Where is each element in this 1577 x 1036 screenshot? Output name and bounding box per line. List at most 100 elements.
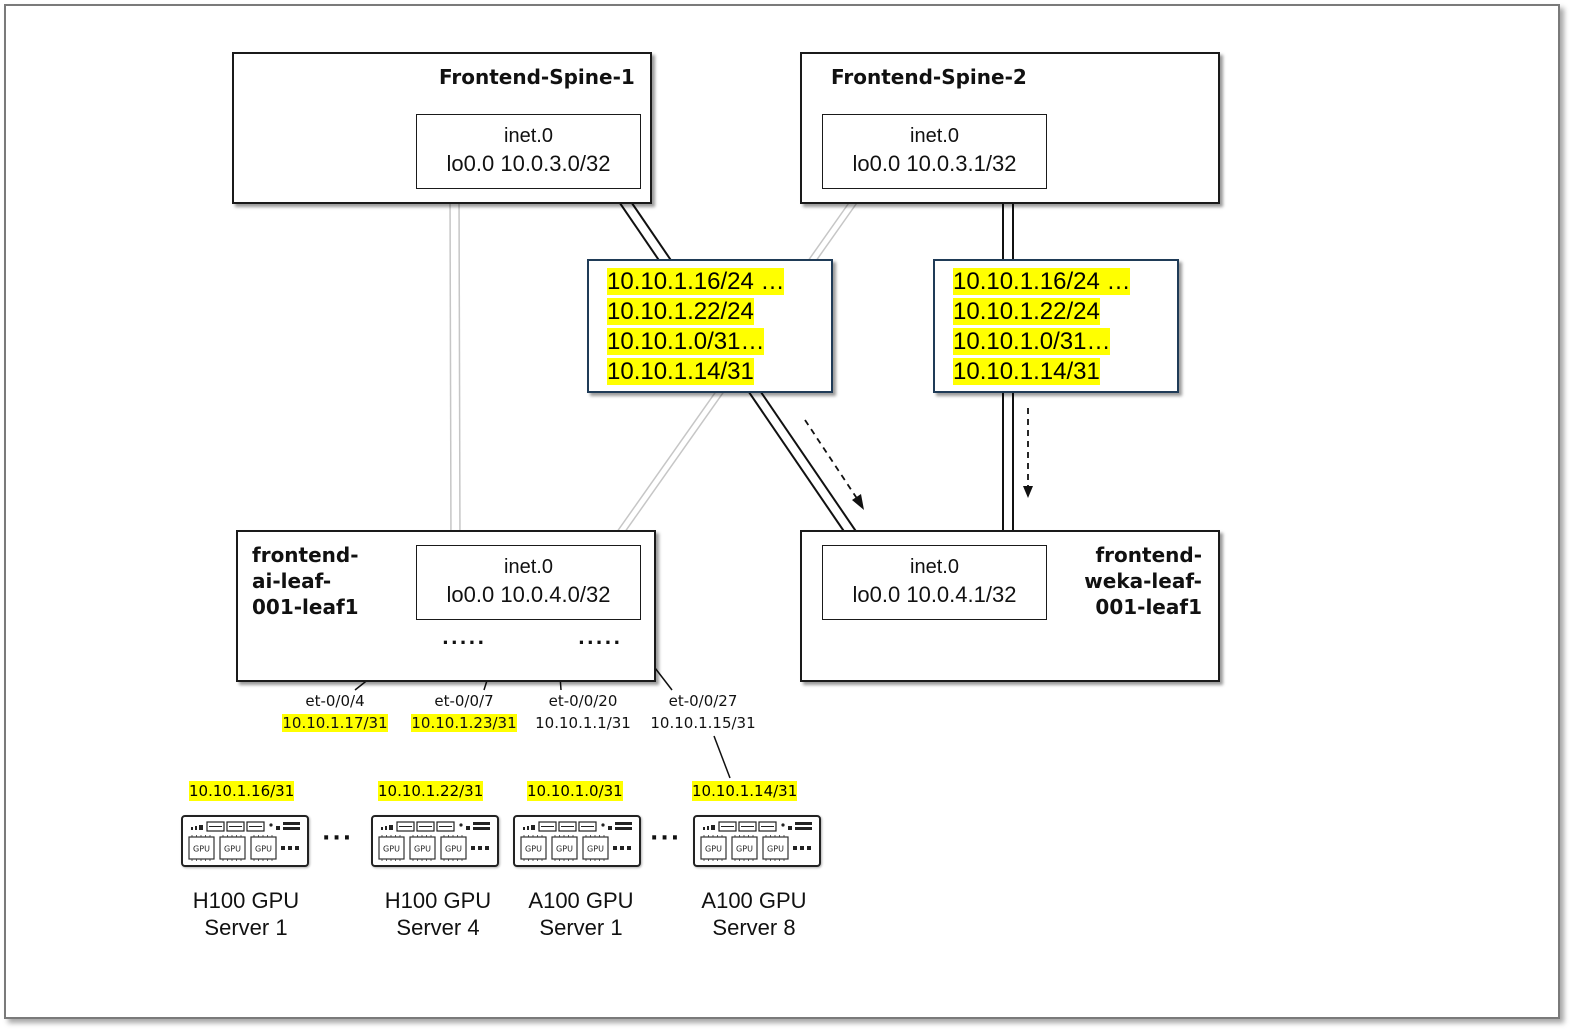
gpu-chip-label: GPU — [224, 845, 241, 854]
route-entry: 10.10.1.0/31… — [953, 328, 1111, 355]
ai-leaf-title: frontend- ai-leaf- 001-leaf1 — [252, 543, 359, 619]
gpu-chip-icon — [520, 836, 547, 860]
power-button-icon — [459, 823, 463, 827]
status-led-icon — [389, 825, 393, 830]
route-table-right: 10.10.1.16/24 … 10.10.1.22/24 10.10.1.0/… — [933, 259, 1179, 393]
weka-leaf-table: inet.0 — [910, 556, 959, 578]
gpu-chip-icon — [409, 836, 436, 860]
status-led-icon — [527, 826, 529, 830]
route-arrow-right-head — [1023, 486, 1033, 498]
drive-bay-icon — [246, 821, 265, 832]
dot-icon — [478, 846, 482, 850]
status-led-icon — [191, 827, 193, 830]
dot-icon — [793, 846, 797, 850]
dot-icon — [281, 846, 285, 850]
server-ip: 10.10.1.0/31 — [527, 781, 623, 801]
gpu-chip-label: GPU — [414, 845, 431, 854]
ai-leaf-loopback: lo0.0 10.0.4.0/32 — [446, 582, 611, 607]
dot-icon — [471, 846, 475, 850]
route-entry: 10.10.1.16/24 … — [607, 268, 785, 295]
route-entry: 10.10.1.16/24 … — [953, 268, 1131, 295]
gpu-chip-label: GPU — [525, 845, 542, 854]
status-led-icon — [523, 827, 525, 830]
gpu-chip-label: GPU — [383, 845, 400, 854]
drive-bay-icon — [396, 821, 415, 832]
gpu-chip-icon — [250, 836, 277, 860]
dot-icon — [485, 846, 489, 850]
dot-icon — [627, 846, 631, 850]
gpu-chip-label: GPU — [193, 845, 210, 854]
ai-leaf-more-ports-1: ..... — [442, 628, 487, 649]
gpu-chip-icon — [582, 836, 609, 860]
link-port4-a100s8 — [713, 735, 731, 779]
drive-bay-icon — [206, 821, 225, 832]
power-button-icon — [781, 823, 785, 827]
drive-bay-icon — [758, 821, 777, 832]
server-ip: 10.10.1.14/31 — [692, 781, 798, 801]
route-arrow-left — [804, 419, 859, 501]
dot-icon — [295, 846, 299, 850]
gpu-server-icon: GPU GPU GPU — [181, 815, 309, 867]
power-button-icon — [601, 823, 605, 827]
ellipsis-icon: ··· — [650, 826, 682, 851]
drive-bay-icon — [718, 821, 737, 832]
server-faceplate: GPU GPU GPU — [700, 821, 812, 861]
drive-bay-icon — [436, 821, 455, 832]
spine1-title: Frontend-Spine-1 — [439, 65, 635, 89]
drive-bay-icon — [738, 821, 757, 832]
gpu-chip-label: GPU — [767, 845, 784, 854]
status-led-icon — [707, 826, 709, 830]
dot-icon — [288, 846, 292, 850]
status-led-icon — [711, 825, 715, 830]
gpu-server-icon: GPU GPU GPU — [693, 815, 821, 867]
route-entry: 10.10.1.14/31 — [953, 358, 1100, 385]
drive-bay-icon — [538, 821, 557, 832]
gpu-chip-label: GPU — [705, 845, 722, 854]
server-ip: 10.10.1.16/31 — [189, 781, 295, 801]
route-entry: 10.10.1.0/31… — [607, 328, 765, 355]
weka-leaf-inet-box: inet.0 lo0.0 10.0.4.1/32 — [822, 545, 1047, 620]
weka-leaf-title: frontend- weka-leaf- 001-leaf1 — [1084, 543, 1202, 619]
ellipsis-icon: ··· — [322, 826, 354, 851]
status-led-icon — [195, 826, 197, 830]
spine1-inet-box: inet.0 lo0.0 10.0.3.0/32 — [416, 114, 641, 189]
gpu-chip-label: GPU — [255, 845, 272, 854]
gpu-chip-icon — [762, 836, 789, 860]
weka-leaf-loopback: lo0.0 10.0.4.1/32 — [852, 582, 1017, 607]
spine2-title: Frontend-Spine-2 — [831, 65, 1027, 89]
ai-leaf-table: inet.0 — [504, 556, 553, 578]
status-led-icon — [531, 825, 535, 830]
gpu-chip-label: GPU — [556, 845, 573, 854]
dot-icon — [620, 846, 624, 850]
drive-bay-icon — [226, 821, 245, 832]
link-spine1-aileaf-a — [449, 189, 452, 547]
spine2-inet-box: inet.0 lo0.0 10.0.3.1/32 — [822, 114, 1047, 189]
route-entry: 10.10.1.22/24 — [607, 298, 754, 325]
ai-leaf-inet-box: inet.0 lo0.0 10.0.4.0/32 — [416, 545, 641, 620]
ai-leaf-more-ports-2: ..... — [578, 628, 623, 649]
power-button-icon — [269, 823, 273, 827]
gpu-chip-label: GPU — [445, 845, 462, 854]
route-arrow-left-head — [852, 494, 864, 510]
status-led-icon — [199, 825, 203, 830]
spine2-loopback: lo0.0 10.0.3.1/32 — [852, 151, 1017, 176]
gpu-chip-label: GPU — [736, 845, 753, 854]
status-led-icon — [385, 826, 387, 830]
route-table-left: 10.10.1.16/24 … 10.10.1.22/24 10.10.1.0/… — [587, 259, 833, 393]
drive-bay-icon — [578, 821, 597, 832]
drive-bay-icon — [558, 821, 577, 832]
gpu-chip-icon — [440, 836, 467, 860]
status-led-icon — [703, 827, 705, 830]
dot-icon — [807, 846, 811, 850]
gpu-chip-icon — [219, 836, 246, 860]
link-spine1-aileaf-b — [458, 189, 461, 547]
server-ip: 10.10.1.22/31 — [378, 781, 484, 801]
